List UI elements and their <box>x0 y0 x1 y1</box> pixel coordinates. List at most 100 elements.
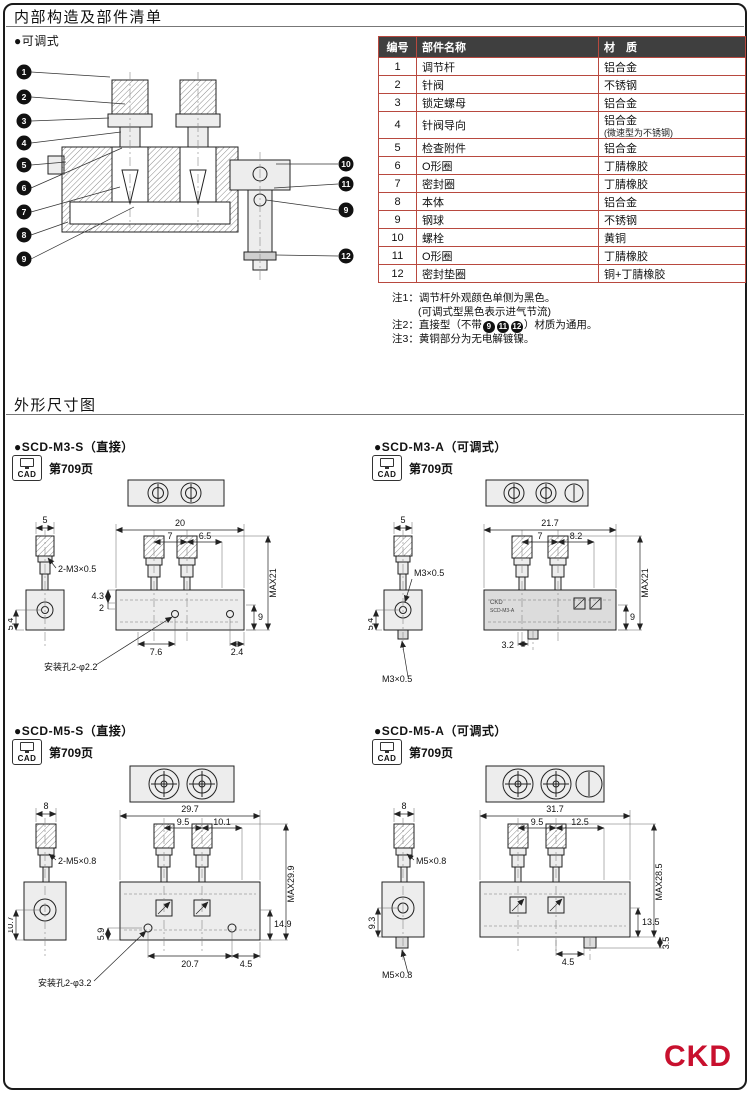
note-1b: (可调式型黑色表示进气节流) <box>418 305 551 318</box>
side-view <box>381 818 425 960</box>
thread-top-label: M5×0.8 <box>416 856 446 866</box>
callout-9-right: 9 <box>344 205 349 215</box>
dim-20: 20 <box>175 518 185 528</box>
page-ref-link[interactable]: 第709页 <box>409 745 454 760</box>
top-view <box>485 479 589 507</box>
side-view <box>383 530 423 650</box>
dim-2-4: 2.4 <box>231 647 244 657</box>
thread-label: 2-M5×0.8 <box>58 856 96 866</box>
col-header-material: 材 质 <box>598 36 746 58</box>
drawing-title: ●SCD-M3-S（直接） <box>14 440 134 454</box>
front-view <box>115 530 245 642</box>
callout-2: 2 <box>22 92 27 102</box>
callout-6: 6 <box>22 183 27 193</box>
page-ref-link[interactable]: 第709页 <box>49 745 94 760</box>
notes: 注1：调节杆外观颜色单侧为黑色。 (可调式型黑色表示进气节流) 注2：直接型（不… <box>392 292 732 347</box>
dim-5: 5 <box>42 515 47 525</box>
callout-7: 7 <box>22 207 27 217</box>
callout-leaders <box>30 71 339 260</box>
col-header-name: 部件名称 <box>416 36 599 58</box>
adjustable-label: ●可调式 <box>14 34 60 48</box>
drawing-title: ●SCD-M3-A（可调式） <box>374 440 507 454</box>
callout-1: 1 <box>22 67 27 77</box>
dim-8: 8 <box>401 801 406 811</box>
callout-5: 5 <box>22 160 27 170</box>
monitor-icon <box>20 742 34 753</box>
callout-numbers: 1 2 3 4 5 6 7 8 9 10 11 9 12 <box>16 64 354 267</box>
body-marking-model: SCD-M3-A <box>490 608 515 614</box>
thread-bottom-label: M3×0.5 <box>382 674 412 684</box>
dim-21-7: 21.7 <box>541 518 559 528</box>
callout-8: 8 <box>22 230 27 240</box>
cad-icon[interactable]: CAD <box>372 739 402 765</box>
rule-1 <box>6 26 744 27</box>
dim-9: 9 <box>630 612 635 622</box>
front-view <box>479 818 631 960</box>
page-ref-link[interactable]: 第709页 <box>49 461 94 476</box>
top-view <box>485 765 605 803</box>
dim-max29-9: MAX29.9 <box>286 865 296 902</box>
page-ref-link[interactable]: 第709页 <box>409 461 454 476</box>
note-1: 注1：调节杆外观颜色单侧为黑色。 <box>392 292 556 304</box>
cad-icon[interactable]: CAD <box>372 455 402 481</box>
dim-14-9: 14.9 <box>274 919 292 929</box>
dim-3-5: 3.5 <box>661 937 671 950</box>
mount-hole-label: 安装孔2-φ2.2 <box>44 661 97 672</box>
dim-31-7: 31.7 <box>546 804 564 814</box>
monitor-icon <box>20 458 34 469</box>
dim-10-1: 10.1 <box>213 817 231 827</box>
dim-3-2: 3.2 <box>501 640 514 650</box>
drawing-block-scd-m5-s: ●SCD-M5-S（直接） CAD 第709页 <box>8 722 364 1022</box>
callout-10: 10 <box>341 159 351 169</box>
monitor-icon <box>380 458 394 469</box>
dim-5-4: 5.4 <box>8 618 15 631</box>
side-view <box>25 530 65 646</box>
dim-max21: MAX21 <box>268 568 278 598</box>
note-3: 注3：黄铜部分为无电解镀镍。 <box>392 333 535 345</box>
dim-4-3: 4.3 <box>91 591 104 601</box>
body-marking-brand: CKD <box>490 600 503 606</box>
dim-9-3: 9.3 <box>368 917 377 930</box>
dim-max28-5: MAX28.5 <box>654 863 664 900</box>
front-view: CKD SCD-M3-A <box>483 530 617 650</box>
dim-4-5: 4.5 <box>240 959 253 969</box>
circled-number: 11 <box>496 321 509 333</box>
rule-2 <box>6 414 744 415</box>
circled-number: 9 <box>482 321 495 333</box>
callout-4: 4 <box>22 138 27 148</box>
dim-5-4: 5.4 <box>368 618 375 631</box>
top-view <box>127 479 225 507</box>
callout-11: 11 <box>342 179 351 189</box>
drawing-block-scd-m5-a: ●SCD-M5-A（可调式） CAD 第709页 <box>368 722 748 1022</box>
drawing-block-scd-m3-s: ●SCD-M3-S（直接） CAD 第709页 <box>8 438 364 720</box>
cad-icon[interactable]: CAD <box>12 739 42 765</box>
dimension-drawing-m3s: 5 20 7 6.5 2-M3×0.5 4.3 2 5.4 9 MA <box>8 479 278 672</box>
dimensions: 5 20 7 6.5 2-M3×0.5 4.3 2 5.4 9 MA <box>8 515 278 672</box>
dim-20-7: 20.7 <box>181 959 199 969</box>
dim-12-5: 12.5 <box>571 817 589 827</box>
side-view <box>23 818 67 956</box>
dim-8: 8 <box>43 801 48 811</box>
dim-9-5: 9.5 <box>177 817 190 827</box>
thread-top-label: M3×0.5 <box>414 568 444 578</box>
callout-9: 9 <box>22 254 27 264</box>
dimension-drawing-m5s: 8 29.7 9.5 10.1 2-M5×0.8 10.7 5.9 14.9 M… <box>8 765 296 988</box>
top-view <box>129 765 235 803</box>
front-view <box>119 818 261 952</box>
cad-icon[interactable]: CAD <box>12 455 42 481</box>
thread-bottom-label: M5×0.8 <box>382 970 412 980</box>
drawing-title: ●SCD-M5-S（直接） <box>14 724 134 738</box>
section2-title: 外形尺寸图 <box>14 397 97 414</box>
monitor-icon <box>380 742 394 753</box>
section1-title: 内部构造及部件清单 <box>14 9 163 26</box>
internal-structure-diagram: 1 2 3 4 5 6 7 8 9 10 11 9 12 <box>16 64 354 280</box>
